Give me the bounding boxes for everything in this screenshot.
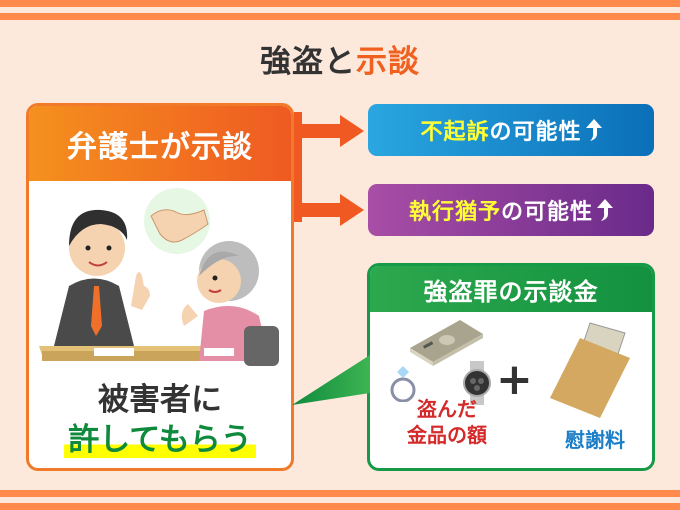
top-stripe-1 [0, 0, 680, 7]
victim-text: 被害者に [98, 382, 222, 418]
forgiveness-highlight: 許してもらう [64, 422, 256, 458]
non-prosecution-outcome: 不起訴の可能性 [368, 104, 654, 156]
watch-icon [463, 361, 491, 405]
up-arrow-icon [585, 119, 602, 141]
suspended-sentence-outcome: 執行猶予の可能性 [368, 184, 654, 236]
plus-icon: + [496, 354, 533, 405]
page-title: 強盗と示談 [0, 36, 680, 81]
arrow-right-icon [340, 115, 364, 147]
stolen-amount-label: 盗んだ 金品の額 [392, 396, 502, 448]
bottom-stripe-1 [0, 490, 680, 497]
lawyer-settlement-panel: 弁護士が示談 被害者に 許してもらう [26, 103, 294, 471]
bottom-stripe-2 [0, 503, 680, 510]
vertical-connector [294, 112, 302, 222]
settlement-header: 強盗罪の示談金 [370, 266, 652, 312]
lawyer-settlement-header: 弁護士が示談 [29, 106, 291, 181]
arrow-shaft-1 [294, 124, 340, 138]
possibility-text: の可能性 [489, 120, 582, 145]
top-stripe-2 [0, 13, 680, 20]
suspended-sentence-highlight: 執行猶予 [408, 200, 501, 225]
ring-icon [390, 366, 416, 402]
speech-pointer [292, 355, 370, 405]
arrow-right-icon [340, 194, 364, 226]
up-arrow-icon [597, 199, 614, 221]
non-prosecution-highlight: 不起訴 [420, 120, 490, 145]
stolen-label-line1: 盗んだ [417, 397, 477, 421]
arrow-shaft-2 [294, 203, 340, 217]
money-stack-icon [410, 320, 483, 366]
possibility-text: の可能性 [501, 200, 594, 225]
stolen-label-line2: 金品の額 [407, 423, 487, 447]
envelope-with-money-icon [550, 322, 630, 418]
forgiveness-text: 許してもらう [29, 414, 291, 459]
title-main: 強盗と [260, 44, 356, 80]
consolation-fee-label: 慰謝料 [565, 428, 625, 452]
title-accent: 示談 [356, 44, 420, 80]
settlement-amount-panel: 強盗罪の示談金 + 盗んだ 金品の額 慰謝料 [367, 263, 655, 471]
lawyer-victim-illustration-icon [39, 188, 279, 366]
